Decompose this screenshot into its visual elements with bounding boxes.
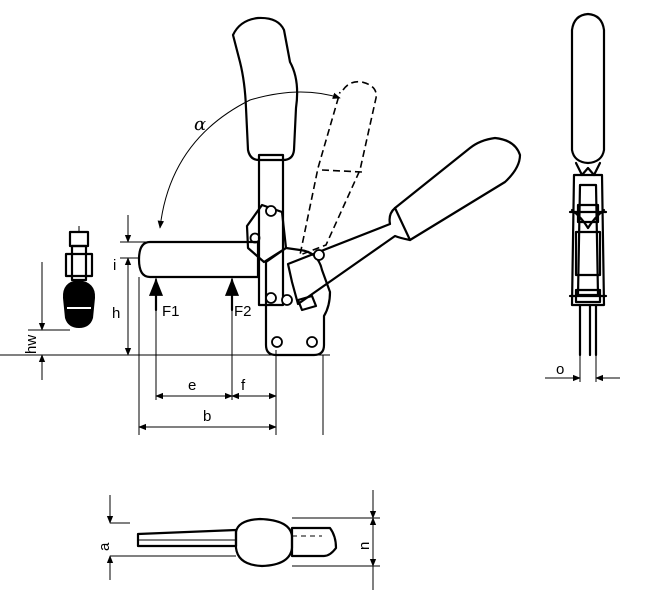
label-a: a xyxy=(96,542,113,551)
label-f2: F2 xyxy=(234,303,252,320)
handle-intermediate-dashed xyxy=(298,80,378,257)
spindle-nut xyxy=(68,230,90,248)
label-alpha: α xyxy=(194,114,206,135)
top-body xyxy=(234,517,294,568)
label-n: n xyxy=(356,542,373,550)
handle-grip-upper xyxy=(231,16,299,162)
top-arm xyxy=(136,528,238,548)
pivot-link-lower xyxy=(265,292,277,304)
side-body xyxy=(570,173,606,307)
spindle-thread xyxy=(70,244,88,282)
label-f1: F1 xyxy=(162,303,180,320)
stop-tab xyxy=(296,294,318,312)
pivot-handle-lower xyxy=(281,294,293,306)
pivot-link-upper xyxy=(265,205,277,217)
side-view: o xyxy=(545,12,620,382)
label-o: o xyxy=(556,361,564,378)
side-feet xyxy=(578,303,598,357)
side-handle-grip xyxy=(570,12,606,165)
side-link-top xyxy=(574,161,602,177)
side-lower-block xyxy=(574,288,602,304)
handle-open xyxy=(286,136,522,306)
label-e: e xyxy=(188,377,196,394)
top-view: a n xyxy=(96,490,380,590)
spindle-rubber-cap xyxy=(62,280,96,328)
dashed-grip-edge xyxy=(321,169,363,173)
spindle-detail: hw xyxy=(23,226,96,380)
side-inner-frame xyxy=(576,183,600,297)
label-i: i xyxy=(113,257,116,274)
front-view: α i h F1 F2 e f b xyxy=(0,16,522,435)
top-base xyxy=(290,526,338,558)
label-hw: hw xyxy=(23,335,40,354)
label-h: h xyxy=(112,305,120,322)
mounting-hole-left xyxy=(271,336,283,348)
label-f: f xyxy=(241,377,246,394)
pivot-handle xyxy=(313,249,325,261)
alpha-arc xyxy=(157,91,341,229)
clamping-arm xyxy=(137,240,260,279)
spindle-hex xyxy=(64,252,94,278)
mounting-hole-right xyxy=(306,336,318,348)
side-cross xyxy=(570,208,606,230)
vertical-link xyxy=(257,153,285,307)
handle-open-grip-end xyxy=(393,206,412,242)
side-mid-block xyxy=(574,230,602,277)
label-b: b xyxy=(203,408,211,425)
